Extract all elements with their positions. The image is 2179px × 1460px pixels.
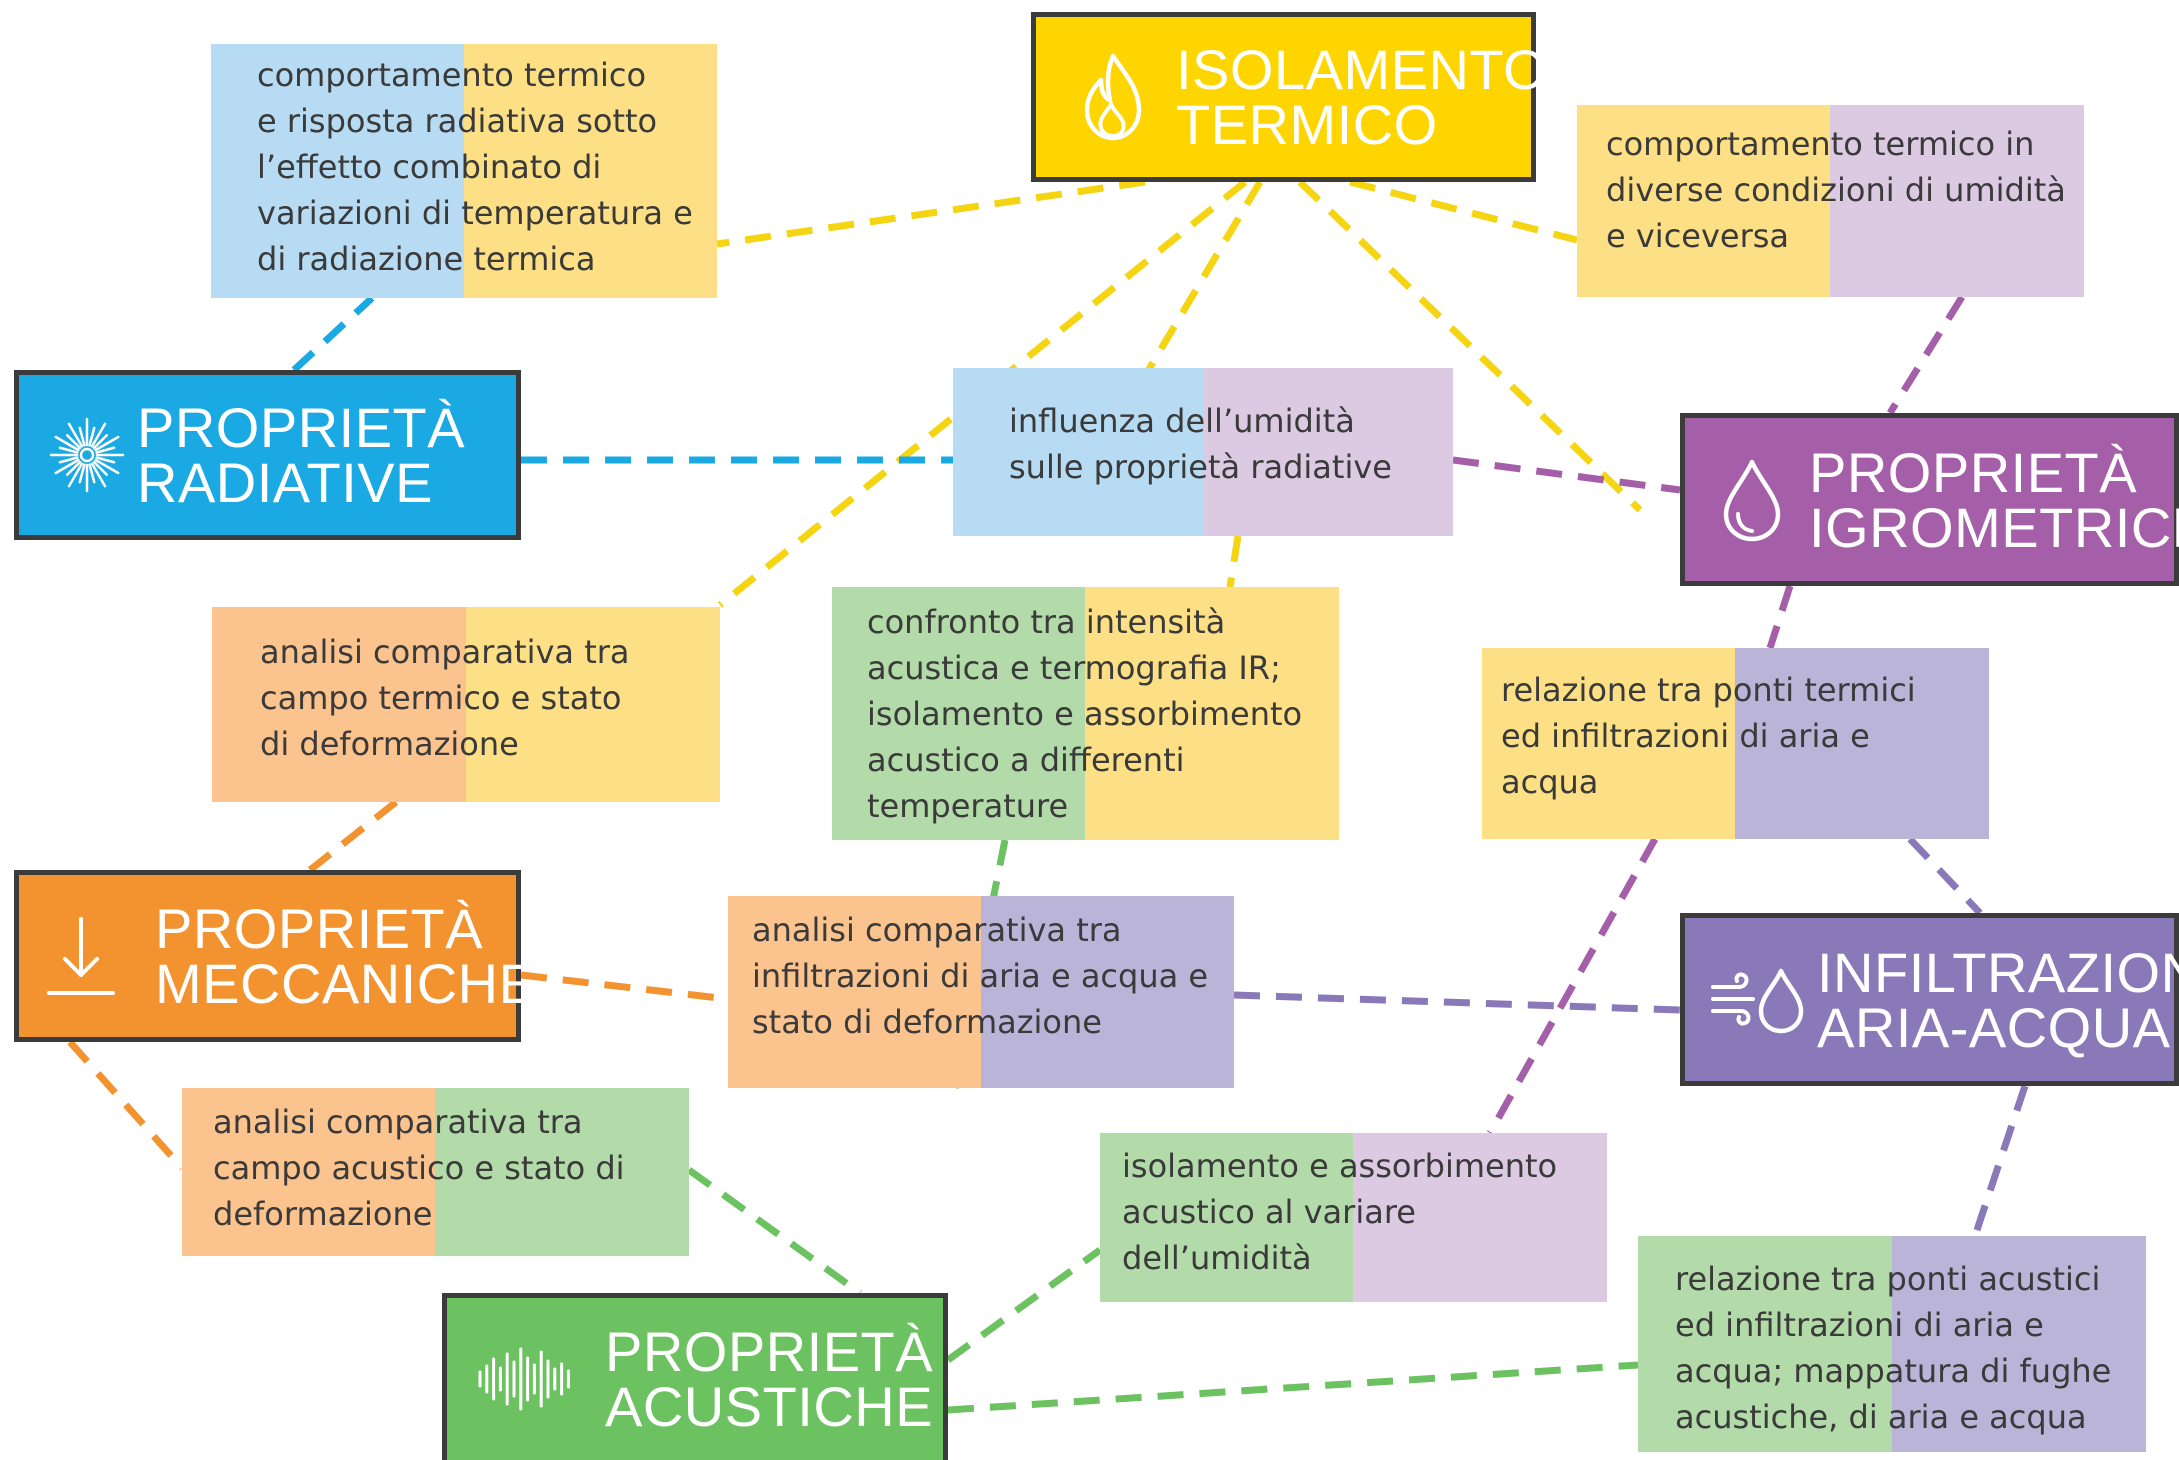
note-thermal-mechanical: analisi comparativa tra campo termico e … (212, 607, 720, 802)
note-text: relazione tra ponti termici ed infiltraz… (1501, 671, 1916, 801)
node-label: PROPRIETÀ IGROMETRICHE (1809, 440, 2179, 559)
dashed-connector (686, 1167, 863, 1296)
dashed-connector (716, 178, 1146, 248)
dashed-connector (1971, 1084, 2029, 1238)
dashed-connector (1349, 178, 1578, 244)
note-thermal-radiative: comportamento termico e risposta radiati… (211, 44, 717, 298)
node-proprieta-acustiche: PROPRIETÀ ACUSTICHE (442, 1293, 948, 1460)
dashed-connector (945, 1247, 1103, 1363)
node-proprieta-radiative: PROPRIETÀ RADIATIVE (14, 370, 521, 540)
note-text: comportamento termico in diverse condizi… (1606, 125, 2066, 255)
note-thermal-hygrometric: comportamento termico in diverse condizi… (1577, 105, 2084, 297)
dashed-connector (1887, 295, 1965, 415)
node-isolamento-termico: ISOLAMENTO TERMICO (1031, 12, 1547, 182)
note-text: analisi comparativa tra campo acustico e… (213, 1103, 625, 1233)
note-text: analisi comparativa tra infiltrazioni di… (752, 911, 1209, 1041)
note-text: confronto tra intensità acustica e termo… (867, 603, 1303, 825)
radiation-burst-icon (47, 415, 127, 495)
dashed-connector (1907, 836, 1983, 916)
dashed-connector (67, 1039, 185, 1171)
node-label: ISOLAMENTO TERMICO (1176, 38, 1548, 156)
dashed-connector (1766, 584, 1794, 650)
note-radiative-hygrometric: influenza dell’umidità sulle proprietà r… (953, 368, 1453, 536)
dashed-connector (1297, 179, 1643, 513)
node-label: INFILTRAZIONI ARIA-ACQUA (1817, 940, 2179, 1059)
dashed-connector (291, 295, 375, 373)
dashed-connector (1486, 837, 1659, 1135)
note-acoustic-hygrometric: isolamento e assorbimento acustico al va… (1100, 1133, 1607, 1302)
dashed-connector (1226, 535, 1242, 588)
note-mechanical-acoustic: analisi comparativa tra campo acustico e… (182, 1088, 689, 1256)
node-label: PROPRIETÀ MECCANICHE (155, 897, 537, 1015)
sound-wave-icon (475, 1344, 573, 1414)
note-text: isolamento e assorbimento acustico al va… (1122, 1147, 1558, 1277)
node-label: PROPRIETÀ ACUSTICHE (605, 1320, 934, 1438)
node-proprieta-meccaniche: PROPRIETÀ MECCANICHE (14, 870, 536, 1042)
note-text: comportamento termico e risposta radiati… (257, 56, 693, 278)
node-label: PROPRIETÀ RADIATIVE (137, 396, 466, 514)
note-text: influenza dell’umidità sulle proprietà r… (1009, 402, 1392, 486)
dashed-connector (520, 971, 729, 1003)
note-thermal-acoustic: confronto tra intensità acustica e termo… (832, 587, 1339, 840)
note-acoustic-air-water: relazione tra ponti acustici ed infiltra… (1638, 1236, 2146, 1452)
flame-icon (1068, 52, 1158, 142)
note-thermal-air-water: relazione tra ponti termici ed infiltraz… (1482, 648, 1989, 839)
dashed-connector (1452, 456, 1681, 494)
dashed-connector (1233, 991, 1681, 1014)
dashed-connector (307, 799, 399, 873)
wind-drop-icon (1709, 965, 1805, 1035)
note-text: analisi comparativa tra campo termico e … (260, 633, 630, 763)
water-drop-icon (1717, 458, 1787, 542)
downward-arrow-icon (45, 913, 117, 999)
node-infiltrazioni-aria-acqua: INFILTRAZIONI ARIA-ACQUA (1680, 913, 2179, 1086)
note-text: relazione tra ponti acustici ed infiltra… (1675, 1260, 2112, 1436)
node-proprieta-igrometriche: PROPRIETÀ IGROMETRICHE (1680, 413, 2179, 586)
dashed-connector (947, 1361, 1639, 1414)
note-mechanical-air-water: analisi comparativa tra infiltrazioni di… (728, 896, 1234, 1088)
